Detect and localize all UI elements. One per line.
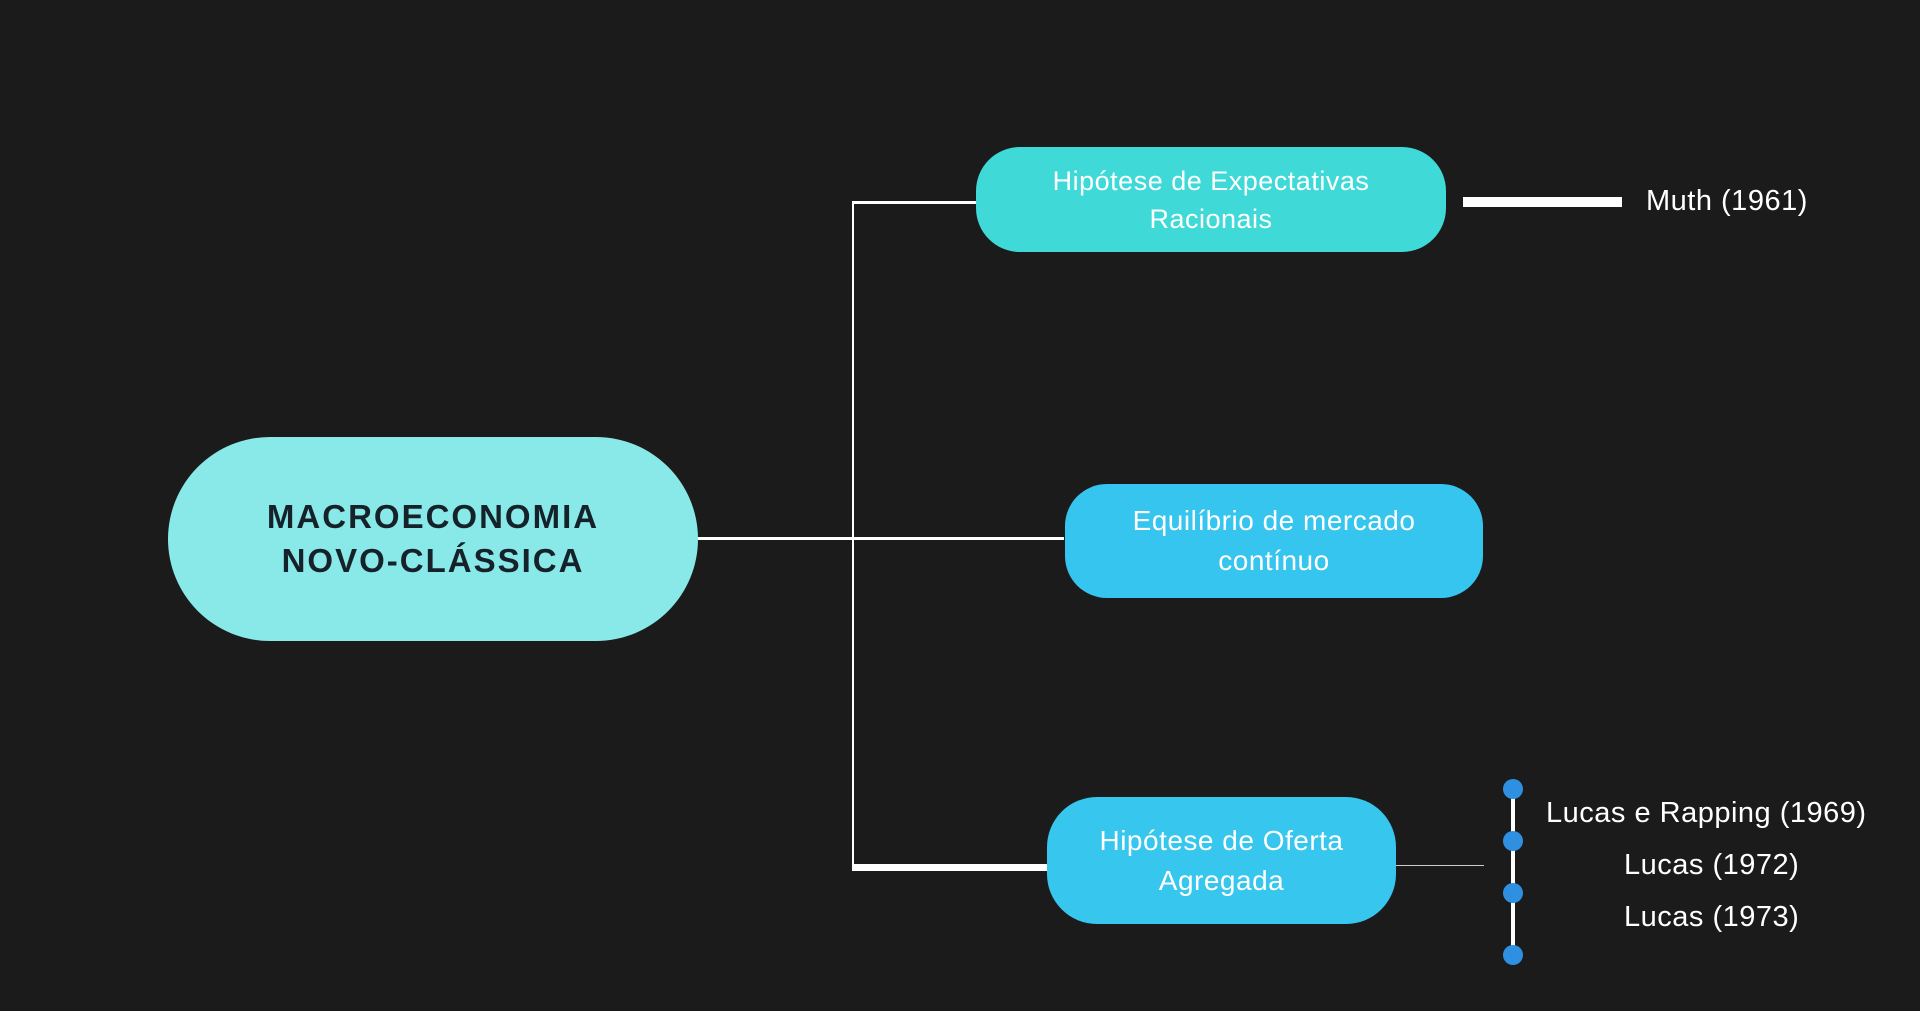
root-label-line2: NOVO-CLÁSSICA: [281, 542, 585, 579]
trunk-vertical-line: [852, 201, 854, 868]
leaf-lucas-1973: Lucas (1973): [1624, 901, 1800, 933]
leaf-lucas-1972: Lucas (1972): [1624, 849, 1800, 881]
branch2-label-line1: Equilíbrio de mercado: [1132, 505, 1416, 536]
root-label-line1: MACROECONOMIA: [266, 498, 600, 535]
branch-node-equilibrio-mercado: Equilíbrio de mercado contínuo: [1065, 484, 1483, 598]
branch3-connector-line: [852, 864, 1047, 871]
leaf-lucas-rapping-1969: Lucas e Rapping (1969): [1546, 797, 1867, 829]
branch1-connector-line: [852, 201, 976, 204]
branch1-leaf-connector-line: [1463, 197, 1622, 207]
leaf-muth-1961: Muth (1961): [1646, 185, 1808, 217]
root-node: MACROECONOMIA NOVO-CLÁSSICA: [168, 437, 698, 641]
branch1-label-line1: Hipótese de Expectativas: [1052, 165, 1370, 196]
branch-node-oferta-agregada: Hipótese de Oferta Agregada: [1047, 797, 1396, 924]
root-connector-line: [682, 537, 1064, 540]
branch1-label-line2: Racionais: [1149, 203, 1273, 234]
branch2-label-line2: contínuo: [1218, 545, 1330, 576]
timeline-dot-4: [1503, 945, 1523, 965]
timeline-dot-2: [1503, 831, 1523, 851]
timeline-dot-3: [1503, 883, 1523, 903]
branch3-leaf-connector-line: [1396, 865, 1484, 866]
branch3-label-line1: Hipótese de Oferta: [1099, 824, 1344, 856]
timeline-line: [1511, 789, 1515, 955]
branch3-label-line2: Agregada: [1158, 864, 1285, 896]
branch-node-expectativas-racionais: Hipótese de Expectativas Racionais: [976, 147, 1446, 252]
timeline-dot-1: [1503, 779, 1523, 799]
